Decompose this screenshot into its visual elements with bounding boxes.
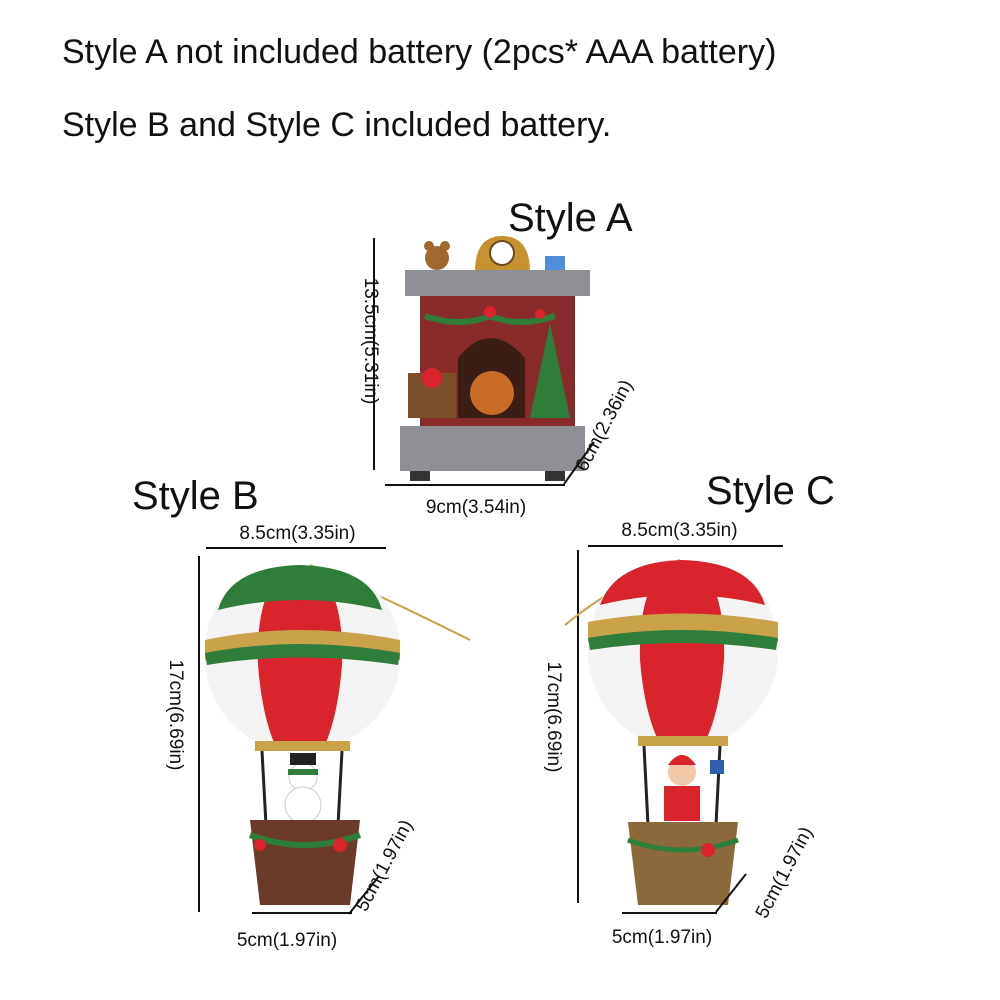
style-b-base-depth-line bbox=[348, 875, 380, 915]
style-b-base-width-line bbox=[252, 912, 352, 914]
style-b-title: Style B bbox=[132, 474, 259, 518]
style-a-height-line bbox=[373, 238, 375, 470]
style-b-height-label: 17cm(6.69in) bbox=[165, 659, 186, 771]
style-b-balloon-image bbox=[204, 564, 471, 905]
style-a-width-line bbox=[385, 484, 565, 486]
style-c-title: Style C bbox=[706, 469, 835, 513]
style-c-base-depth-line bbox=[715, 873, 747, 913]
style-b-height-line bbox=[198, 556, 200, 912]
style-a-width-label: 9cm(3.54in) bbox=[425, 497, 527, 518]
style-c-base-width-label: 5cm(1.97in) bbox=[611, 927, 713, 948]
style-c-height-line bbox=[577, 550, 579, 903]
style-c-base-width-line bbox=[622, 912, 717, 914]
battery-note-line-2: Style B and Style C included battery. bbox=[62, 106, 612, 144]
style-c-top-width-label: 8.5cm(3.35in) bbox=[621, 520, 738, 541]
style-c-balloon-image bbox=[564, 559, 779, 905]
style-a-height-label: 13.5cm(5.31in) bbox=[360, 277, 381, 405]
style-b-base-width-label: 5cm(1.97in) bbox=[236, 930, 338, 951]
style-c-top-width-line bbox=[588, 545, 783, 547]
style-a-depth-line bbox=[563, 441, 595, 485]
style-a-fireplace-image bbox=[400, 236, 590, 481]
style-a-title: Style A bbox=[508, 196, 633, 240]
style-b-top-width-line bbox=[206, 547, 386, 549]
battery-note-line-1: Style A not included battery (2pcs* AAA … bbox=[62, 33, 777, 71]
style-b-top-width-label: 8.5cm(3.35in) bbox=[239, 523, 356, 544]
